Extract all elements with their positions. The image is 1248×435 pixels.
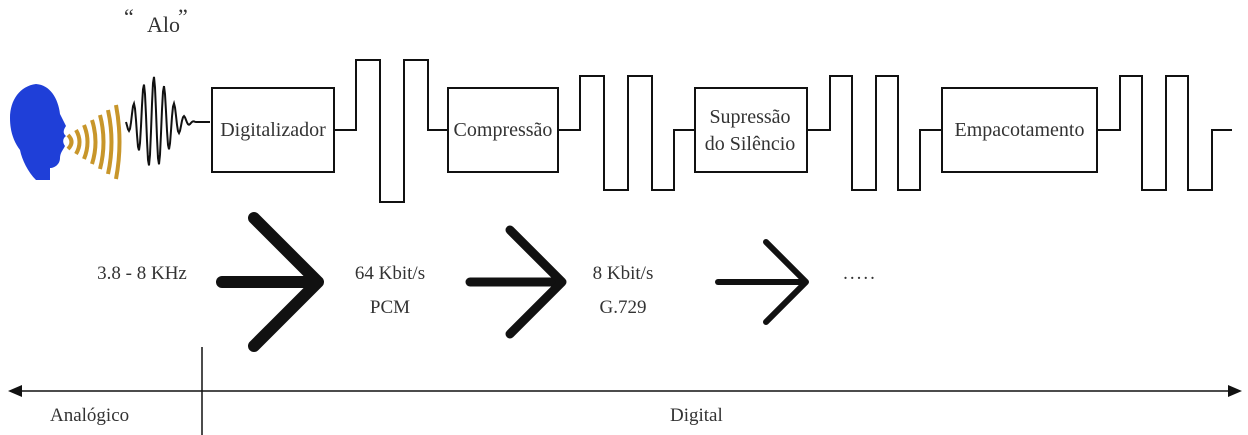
sound-waves-icon xyxy=(66,104,122,180)
rate-analog-band: 3.8 - 8 KHz xyxy=(97,263,187,284)
voice-waveform xyxy=(125,76,210,166)
stage-label-compressao: Compressão xyxy=(453,119,553,141)
flow-arrows xyxy=(216,212,809,352)
stage-label-empacotamento: Empacotamento xyxy=(954,119,1085,141)
stage-label-supressao-line1: Supressão xyxy=(709,106,791,128)
sound-wave-arc xyxy=(106,109,114,175)
quote-word: Alo xyxy=(147,12,180,37)
sound-wave-arc xyxy=(98,114,106,170)
sound-wave-arc xyxy=(74,128,82,156)
flow-arrow xyxy=(216,212,324,352)
sound-wave-arc xyxy=(90,119,98,165)
stage-label-digitalizador: Digitalizador xyxy=(220,119,326,141)
stage-box xyxy=(694,87,808,173)
stage-label-supressao-line2: do Silêncio xyxy=(704,133,796,155)
rate-pcm-codec: PCM xyxy=(369,297,411,318)
rate-g729-codec: G.729 xyxy=(599,297,647,318)
flow-arrow xyxy=(715,239,809,325)
sound-wave-arc xyxy=(66,133,74,151)
axis-arrowhead-right xyxy=(1228,385,1242,397)
domain-label-analog: Analógico xyxy=(50,405,130,426)
quote-open-mark: “ xyxy=(124,4,134,29)
digital-signal xyxy=(334,59,1232,203)
speaker-head-icon xyxy=(10,84,66,180)
flow-arrow xyxy=(465,225,567,339)
quote-close-mark: ” xyxy=(178,4,188,29)
sound-wave-arc xyxy=(82,124,90,160)
rate-ellipsis: ..... xyxy=(843,263,877,284)
rate-pcm-bitrate: 64 Kbit/s xyxy=(354,263,426,284)
domain-label-digital: Digital xyxy=(670,405,723,426)
axis-arrowhead-left xyxy=(8,385,22,397)
sound-wave-arc xyxy=(114,104,122,180)
rate-g729-bitrate: 8 Kbit/s xyxy=(592,263,654,284)
